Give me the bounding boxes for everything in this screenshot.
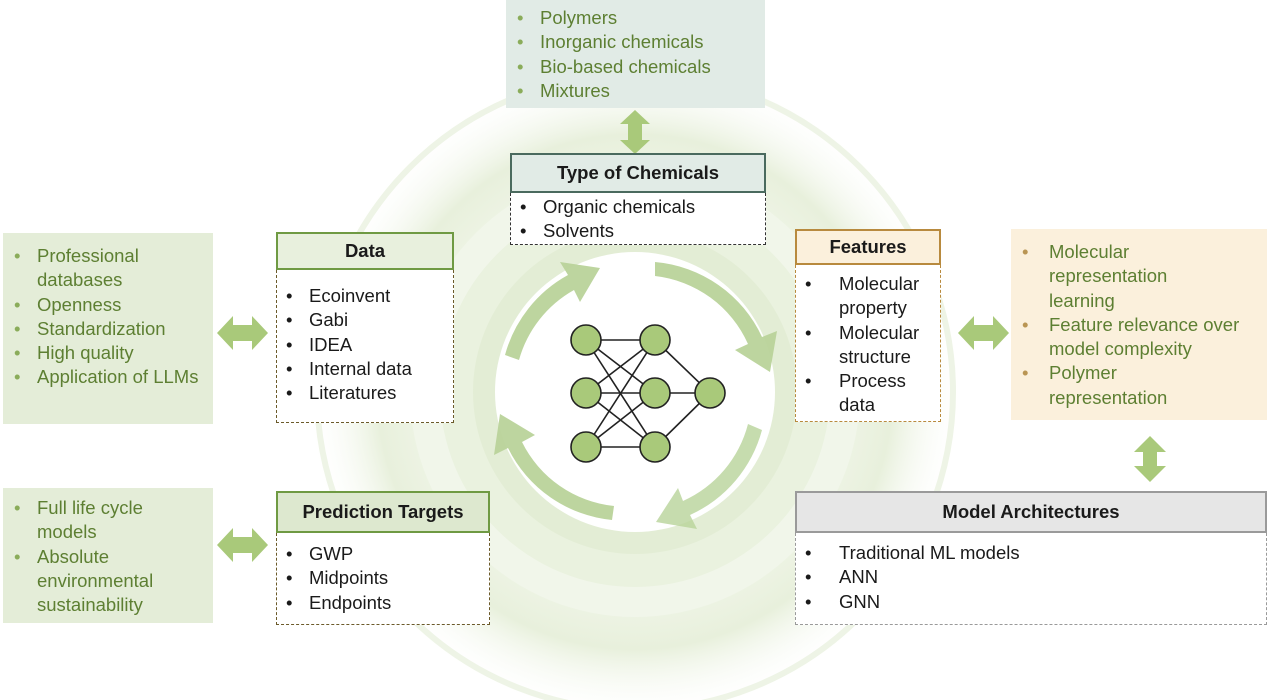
model-architectures-box: Traditional ML models ANN GNN	[795, 533, 1267, 625]
features-header: Features	[795, 229, 941, 265]
list-item: Application of LLMs	[3, 365, 213, 390]
list-item: IDEA	[277, 333, 453, 358]
list-item: Midpoints	[277, 566, 489, 591]
list-item: Traditional ML models	[796, 541, 1266, 566]
features-box: Molecular property Molecular structure P…	[795, 265, 941, 422]
type-of-chemicals-title: Type of Chemicals	[556, 162, 720, 183]
model-architectures-list: Traditional ML models ANN GNN	[796, 541, 1266, 614]
list-item: GWP	[277, 542, 489, 567]
type-of-chemicals-box: Organic chemicals Solvents	[510, 193, 766, 245]
list-item: Process data	[796, 369, 936, 418]
list-item: Ecoinvent	[277, 284, 453, 309]
list-item: Internal data	[277, 357, 453, 382]
network-node	[570, 324, 602, 356]
double-arrow-icon	[1134, 436, 1166, 482]
list-item: Professional databases	[3, 244, 213, 293]
data-list: Ecoinvent Gabi IDEA Internal data Litera…	[277, 284, 453, 406]
list-item: Standardization	[3, 317, 213, 342]
prediction-targets-title: Prediction Targets	[302, 501, 464, 522]
list-item: Endpoints	[277, 591, 489, 616]
prediction-targets-header: Prediction Targets	[276, 491, 490, 533]
list-item: Organic chemicals	[511, 195, 765, 220]
network-node	[639, 431, 671, 463]
double-arrow-icon	[217, 528, 268, 562]
feature-notes-box: Molecular representation learning Featur…	[1011, 229, 1267, 420]
prediction-targets-list: GWP Midpoints Endpoints	[277, 542, 489, 615]
list-item: Literatures	[277, 381, 453, 406]
data-box: Ecoinvent Gabi IDEA Internal data Litera…	[276, 270, 454, 423]
data-sources-box: Professional databases Openness Standard…	[3, 233, 213, 424]
list-item: Molecular property	[796, 272, 936, 321]
neural-network-icon	[570, 324, 726, 463]
model-architectures-header: Model Architectures	[795, 491, 1267, 533]
list-item: Polymers	[506, 6, 765, 31]
list-item: ANN	[796, 565, 1266, 590]
list-item: Openness	[3, 293, 213, 318]
network-node	[639, 377, 671, 409]
double-arrow-icon	[217, 316, 268, 350]
connector-arrows	[217, 110, 1166, 562]
double-arrow-icon	[620, 110, 650, 154]
features-title: Features	[829, 236, 907, 257]
list-item: High quality	[3, 341, 213, 366]
list-item: Molecular representation learning	[1011, 240, 1267, 313]
list-item: Polymer representation	[1011, 361, 1267, 410]
target-notes-box: Full life cycle models Absolute environm…	[3, 488, 213, 623]
list-item: Solvents	[511, 219, 765, 244]
list-item: Bio-based chemicals	[506, 55, 765, 80]
network-node	[694, 377, 726, 409]
list-item: Inorganic chemicals	[506, 30, 765, 55]
double-arrow-icon	[958, 316, 1009, 350]
data-title: Data	[344, 240, 386, 261]
network-node	[570, 377, 602, 409]
prediction-targets-box: GWP Midpoints Endpoints	[276, 533, 490, 625]
list-item: Full life cycle models	[3, 496, 213, 545]
network-node	[639, 324, 671, 356]
list-item: Absolute environmental sustainability	[3, 545, 213, 618]
list-item: Molecular structure	[796, 321, 936, 370]
list-item: GNN	[796, 590, 1266, 615]
list-item: Mixtures	[506, 79, 765, 104]
data-header: Data	[276, 232, 454, 270]
chemical-examples-box: Polymers Inorganic chemicals Bio-based c…	[506, 0, 765, 108]
network-node	[570, 431, 602, 463]
list-item: Feature relevance over model complexity	[1011, 313, 1267, 362]
feature-notes-list: Molecular representation learning Featur…	[1011, 240, 1267, 410]
features-list: Molecular property Molecular structure P…	[796, 272, 940, 418]
target-notes-list: Full life cycle models Absolute environm…	[3, 496, 213, 617]
type-of-chemicals-list: Organic chemicals Solvents	[511, 195, 765, 244]
circular-arrows-icon	[494, 262, 777, 529]
list-item: Gabi	[277, 308, 453, 333]
model-architectures-title: Model Architectures	[942, 501, 1120, 522]
type-of-chemicals-header: Type of Chemicals	[510, 153, 766, 193]
data-sources-list: Professional databases Openness Standard…	[3, 244, 213, 390]
chemical-examples-list: Polymers Inorganic chemicals Bio-based c…	[506, 6, 765, 103]
